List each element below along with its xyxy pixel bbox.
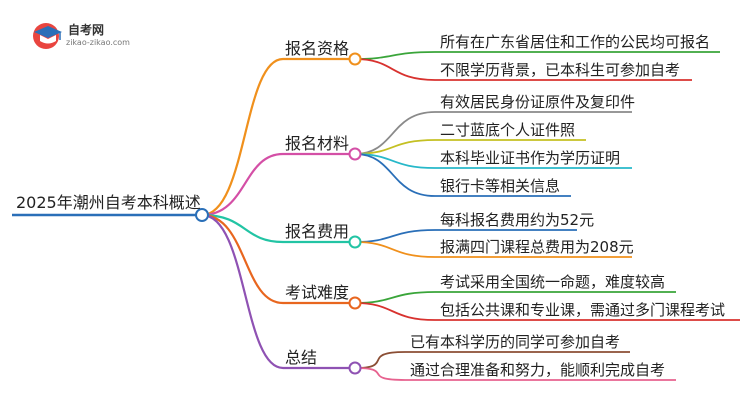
leaf-connector (354, 111, 436, 155)
leaf-label: 每科报名费用约为52元 (440, 211, 595, 229)
leaf-label: 所有在广东省居住和工作的公民均可报名 (440, 33, 711, 51)
branch-connector (201, 213, 284, 305)
leaf-label: 二寸蓝底个人证件照 (440, 121, 576, 139)
root-label: 2025年潮州自考本科概述 (16, 193, 201, 212)
leaf-label: 本科毕业证书作为学历证明 (440, 149, 621, 167)
leaf-label: 考试采用全国统一命题，难度较高 (440, 273, 666, 291)
leaf-label: 已有本科学历的同学可参加自考 (410, 333, 621, 351)
leaf-label: 报满四门课程总费用为208元 (440, 238, 634, 256)
leaf-connector (354, 229, 436, 243)
branch-node (348, 52, 362, 66)
branch-label: 报名费用 (285, 222, 350, 241)
logo-url: zikao-zikao.com (66, 38, 130, 47)
leaf-label: 不限学历背景，已本科生可参加自考 (440, 61, 681, 79)
branch-label: 报名资格 (285, 39, 350, 58)
branch-label: 考试难度 (285, 283, 350, 302)
branch-connector (201, 213, 284, 370)
leaf-connector (354, 241, 436, 258)
leaf-connector (354, 351, 406, 369)
leaf-connector (354, 51, 436, 60)
logo-name: 自考网 (68, 23, 105, 37)
branch-node (348, 361, 362, 375)
logo: 自考网 zikao-zikao.com (30, 18, 150, 52)
branch-label: 报名材料 (285, 134, 350, 153)
leaf-connector (354, 367, 406, 381)
branch-connector (201, 213, 284, 244)
branch-node (348, 147, 362, 161)
branch-node (348, 296, 362, 310)
leaf-connector (354, 291, 436, 304)
branch-node (348, 235, 362, 249)
branch-connector (201, 57, 284, 217)
leaf-label: 银行卡等相关信息 (440, 177, 561, 195)
root-node (195, 208, 209, 222)
branch-label: 总结 (285, 348, 318, 367)
graduation-cap-icon (33, 23, 62, 49)
leaf-connector (354, 58, 436, 81)
leaf-connector (354, 302, 436, 321)
leaf-label: 通过合理准备和努力，能顺利完成自考 (410, 361, 666, 379)
branch-connector (201, 152, 284, 217)
leaf-label: 包括公共课和专业课，需通过多门课程考试 (440, 301, 726, 319)
leaf-connector (354, 153, 436, 197)
leaf-label: 有效居民身份证原件及复印件 (440, 93, 636, 111)
